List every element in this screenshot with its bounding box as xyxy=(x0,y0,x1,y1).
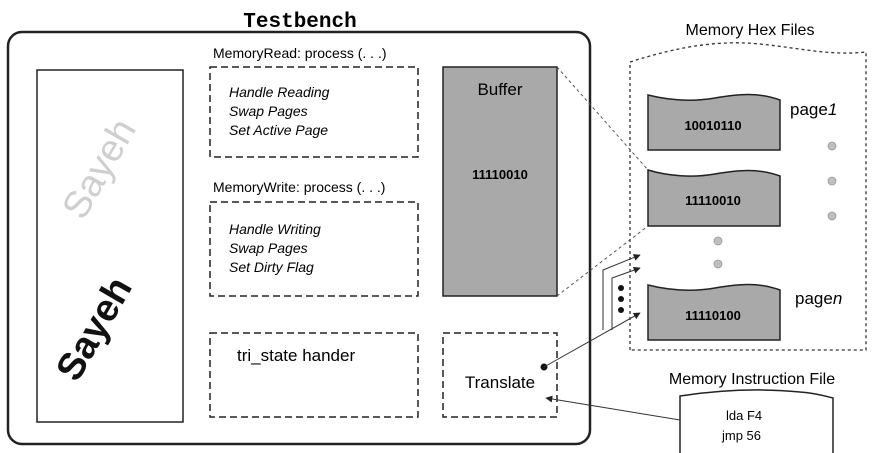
memory-instruction-file-title: Memory Instruction File xyxy=(669,371,835,388)
translate-box xyxy=(442,332,558,418)
sayeh-label: Sayeh xyxy=(48,270,140,388)
memory-hex-files-frame xyxy=(629,42,867,351)
tri-state-label: tri_state hander xyxy=(237,346,355,365)
memory-write-line: Handle Writing xyxy=(229,221,321,237)
memory-instruction-file-box xyxy=(679,389,834,453)
pages-ellipsis-dots xyxy=(713,141,837,269)
buffer-projection-line xyxy=(556,225,649,297)
buffer-value: 11110010 xyxy=(472,167,528,182)
memory-read-line: Handle Reading xyxy=(229,84,330,100)
page-1-label: page1 xyxy=(790,100,837,119)
tri-state-box xyxy=(209,332,419,418)
buffer-box xyxy=(442,66,558,297)
memory-read-line: Swap Pages xyxy=(229,103,308,119)
memory-read-heading: MemoryRead: process (. . .) xyxy=(213,45,387,61)
sayeh-shadow-label: Sayeh xyxy=(54,112,144,226)
testbench-title: Testbench xyxy=(243,11,356,34)
page-select-arrows xyxy=(602,254,641,330)
page-n-label: pagen xyxy=(795,289,842,308)
memory-write-line: Swap Pages xyxy=(229,240,308,256)
buffer-label: Buffer xyxy=(477,80,522,99)
memory-write-line: Set Dirty Flag xyxy=(229,259,314,275)
page-n-file xyxy=(647,283,781,341)
page-1-file xyxy=(647,93,781,151)
memory-write-box xyxy=(209,201,419,297)
instruction-to-translate-arrow xyxy=(545,395,681,421)
testbench-frame xyxy=(6,30,592,446)
active-page-file xyxy=(647,168,781,227)
sayeh-box xyxy=(36,69,184,423)
instruction-line: lda F4 xyxy=(726,408,762,423)
memory-read-box xyxy=(209,66,419,158)
translate-to-page-arrow xyxy=(543,312,641,368)
memory-hex-files-title: Memory Hex Files xyxy=(686,22,815,39)
instruction-line: jmp 56 xyxy=(721,428,761,443)
memory-write-heading: MemoryWrite: process (. . .) xyxy=(213,179,385,195)
page-1-value: 10010110 xyxy=(684,118,741,133)
memory-read-line: Set Active Page xyxy=(229,122,328,138)
page-n-value: 11110100 xyxy=(685,308,741,323)
translate-label: Translate xyxy=(465,373,535,392)
buffer-projection-line xyxy=(556,66,649,171)
active-page-value: 11110010 xyxy=(685,193,741,208)
